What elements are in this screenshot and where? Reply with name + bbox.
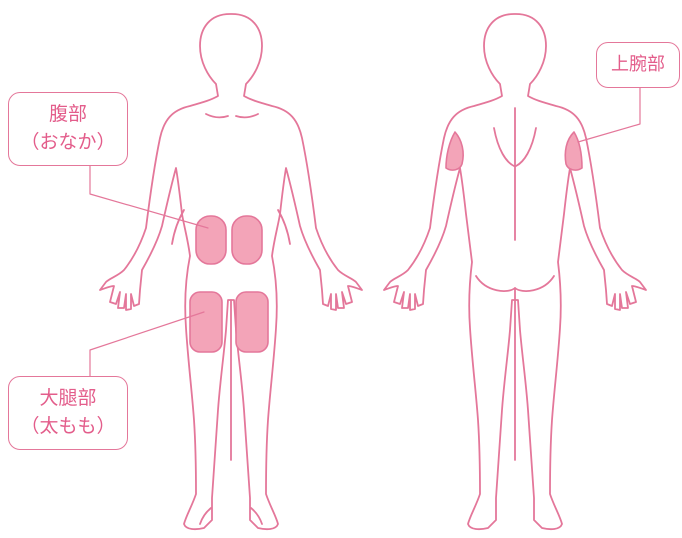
abdomen-label: 腹部 bbox=[9, 100, 127, 128]
body-outline-front-icon bbox=[100, 14, 362, 529]
upper-arm-label: 上腕部 bbox=[597, 51, 679, 79]
upper-arm-site-right[interactable] bbox=[565, 132, 582, 170]
thigh-site-right[interactable] bbox=[236, 292, 268, 352]
abdomen-leader-line bbox=[90, 166, 208, 228]
abdomen-site-left[interactable] bbox=[196, 216, 226, 264]
thigh-label: 大腿部 bbox=[9, 384, 127, 412]
abdomen-sublabel: （おなか） bbox=[9, 128, 127, 156]
callout-abdomen: 腹部 （おなか） bbox=[8, 92, 128, 166]
upper-arm-leader-line bbox=[578, 88, 640, 142]
thigh-sublabel: （太もも） bbox=[9, 412, 127, 440]
upper-arm-site-left[interactable] bbox=[446, 132, 463, 170]
body-outline-back-icon bbox=[384, 14, 646, 529]
callout-upper-arm: 上腕部 bbox=[596, 42, 680, 88]
callout-thigh: 大腿部 （太もも） bbox=[8, 376, 128, 450]
abdomen-site-right[interactable] bbox=[232, 216, 262, 264]
thigh-site-left[interactable] bbox=[190, 292, 222, 352]
